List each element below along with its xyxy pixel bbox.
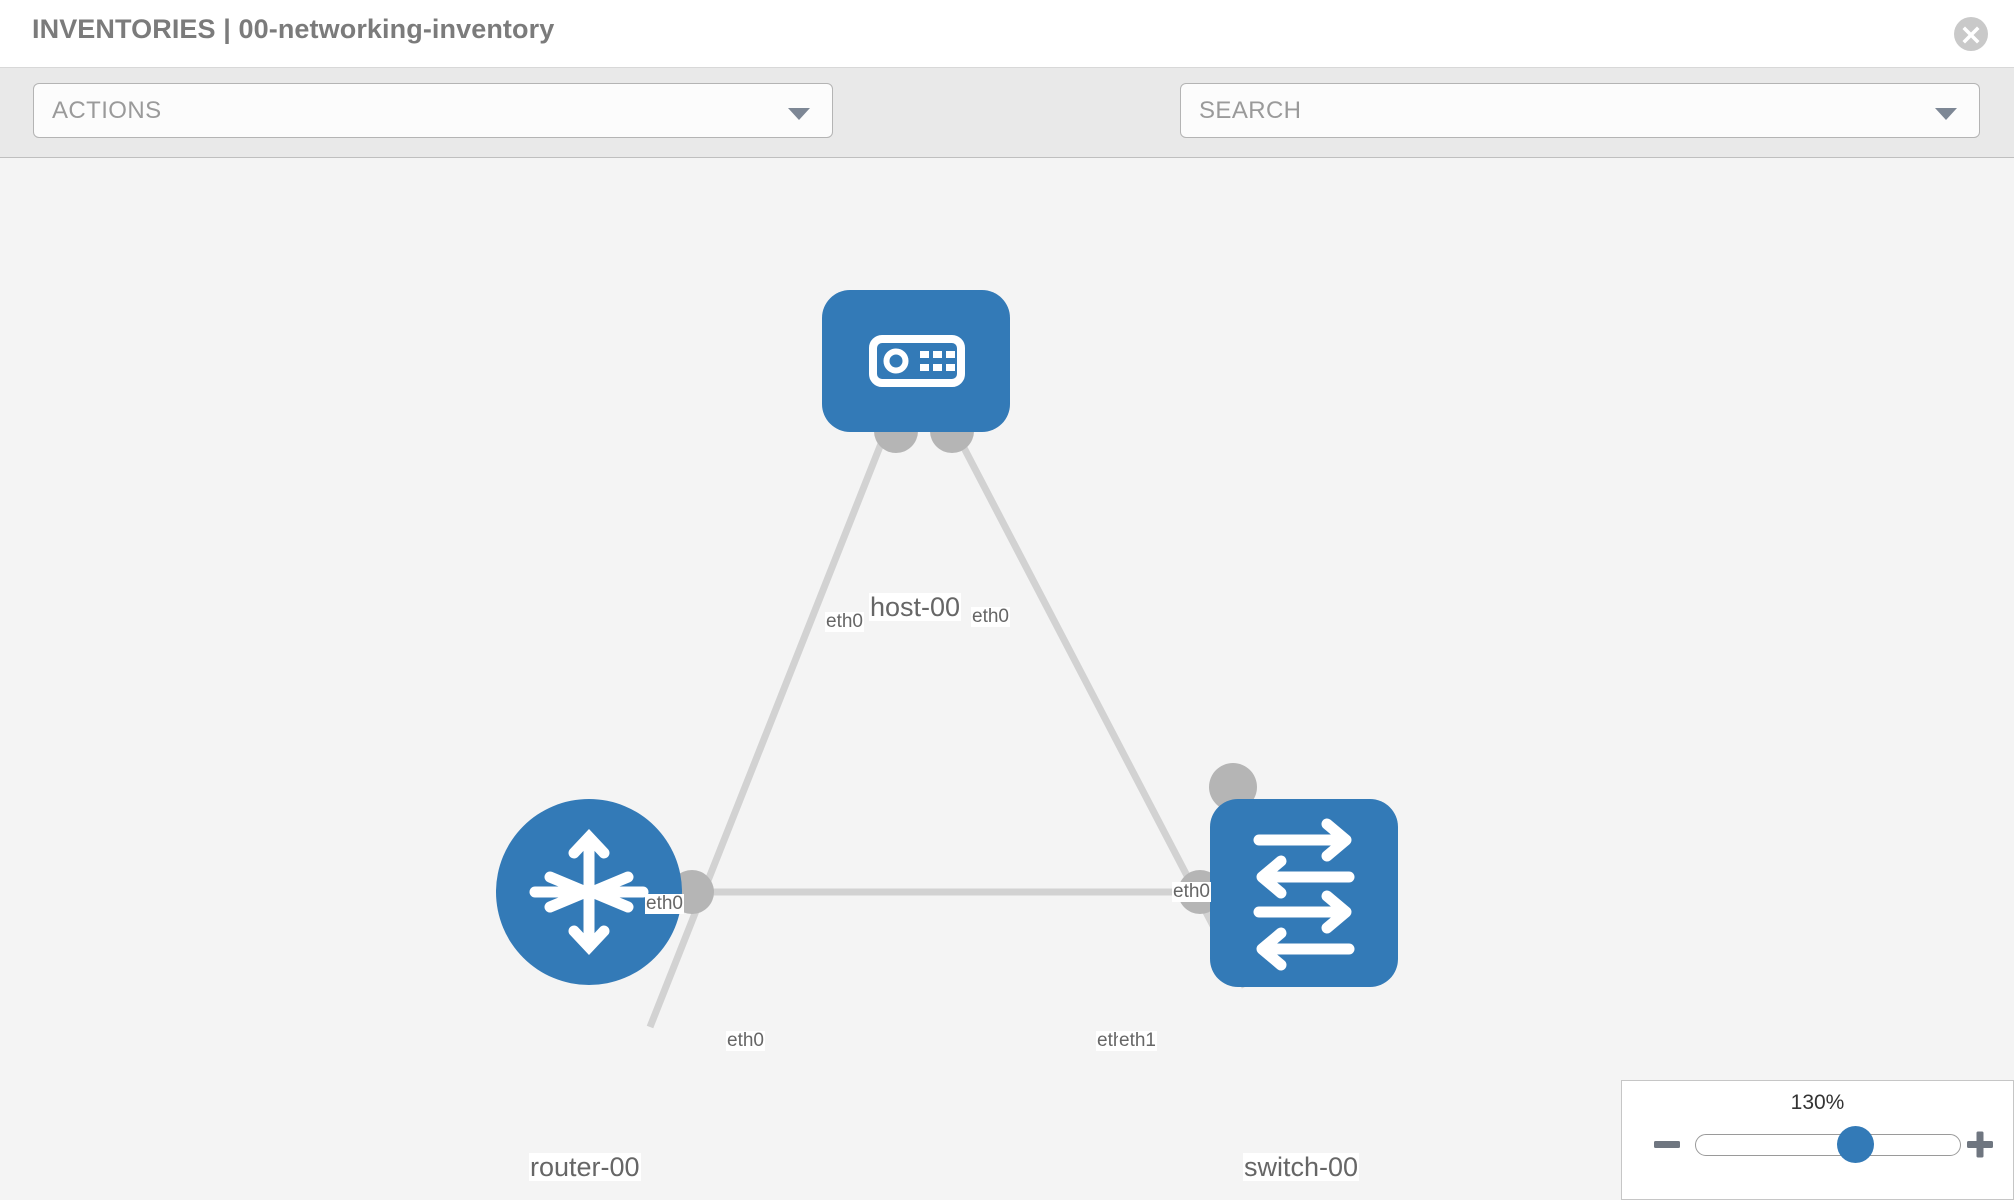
zoom-level-value: 130% [1790, 1091, 1845, 1114]
node-label-router-00: router-00 [529, 1152, 641, 1182]
minus-icon[interactable] [1650, 1127, 1684, 1161]
zoom-slider-thumb[interactable] [1836, 1126, 1874, 1163]
topology-canvas[interactable]: eth0 eth0 eth0 eth0 eth0 eth0 eth1 host-… [0, 159, 2014, 1200]
node-label-switch-00: switch-00 [1243, 1152, 1360, 1182]
page-header: INVENTORIES | 00-networking-inventory [0, 0, 2014, 68]
actions-dropdown-label: ACTIONS [52, 97, 162, 124]
zoom-slider-track[interactable] [1695, 1134, 1961, 1156]
zoom-control-panel: 130% [1621, 1080, 2014, 1200]
page-title: INVENTORIES | 00-networking-inventory [32, 14, 555, 44]
interface-label: eth0 [1172, 881, 1211, 902]
topology-node-switch-00[interactable] [1210, 799, 1398, 987]
interface-label: eth0 [825, 611, 864, 632]
node-label-host-00: host-00 [869, 592, 962, 622]
search-placeholder: SEARCH [1199, 97, 1302, 124]
interface-label: eth0 [726, 1030, 765, 1051]
chevron-down-icon [788, 108, 810, 120]
switch-arrows-icon [1253, 818, 1355, 971]
topology-graph [496, 290, 1398, 1029]
chevron-down-icon [1935, 108, 1957, 120]
interface-label: eth1 [1118, 1030, 1157, 1051]
toolbar: ACTIONS SEARCH [0, 68, 2014, 197]
router-arrows-icon [529, 828, 649, 956]
actions-dropdown[interactable]: ACTIONS [33, 83, 833, 138]
interface-label: eth0 [645, 893, 684, 914]
plus-icon[interactable] [1963, 1127, 1997, 1161]
server-icon [869, 335, 965, 387]
link-host-router[interactable] [646, 419, 894, 1029]
topology-node-host-00[interactable] [822, 290, 1010, 432]
interface-label: eth0 [971, 606, 1010, 627]
topology-node-router-00[interactable] [496, 799, 682, 985]
close-icon[interactable] [1954, 17, 1988, 51]
search-input[interactable]: SEARCH [1180, 83, 1980, 138]
